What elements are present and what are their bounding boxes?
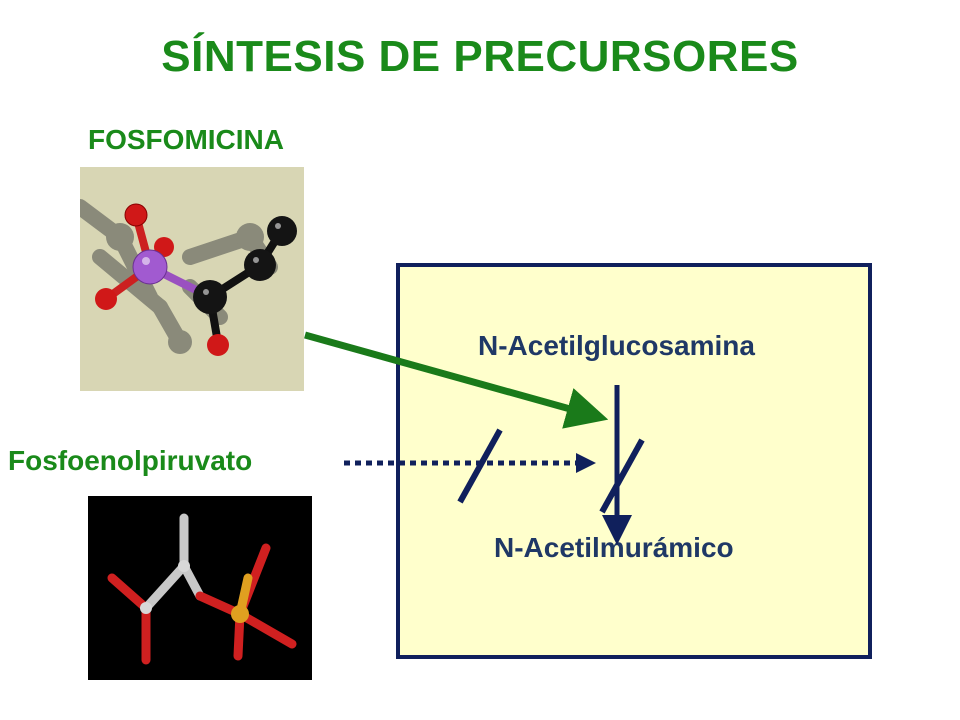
fosfoenolpiruvato-label: Fosfoenolpiruvato xyxy=(8,445,253,476)
block-slash-left xyxy=(457,428,503,504)
fosfomicina-arrow xyxy=(304,331,609,429)
fosfomicina-label: FOSFOMICINA xyxy=(88,124,284,155)
cell-box xyxy=(396,263,872,659)
page-title: SÍNTESIS DE PRECURSORES xyxy=(161,32,799,81)
block-slash-right xyxy=(599,438,645,514)
fosfoenolpiruvato-molecule-image xyxy=(88,496,312,680)
fosfomicina-molecule-image xyxy=(72,167,304,391)
n-acetilglucosamina-label: N-Acetilglucosamina xyxy=(478,330,755,361)
